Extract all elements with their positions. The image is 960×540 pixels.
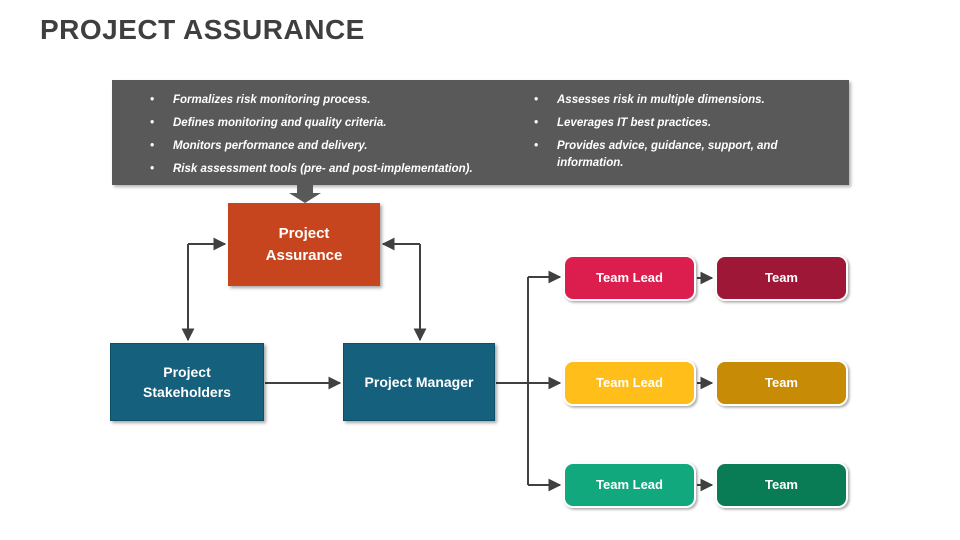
node-team-lead-2: Team Lead	[563, 360, 696, 406]
node-project-stakeholders: Project Stakeholders	[110, 343, 264, 421]
bullet-item: Monitors performance and delivery.	[148, 138, 493, 155]
node-team-3: Team	[715, 462, 848, 508]
slide-title: PROJECT ASSURANCE	[40, 14, 365, 45]
node-label: Team Lead	[596, 476, 663, 492]
bullet-item: Defines monitoring and quality criteria.	[148, 115, 493, 132]
node-label: Project Assurance	[265, 224, 343, 264]
info-box: Formalizes risk monitoring process. Defi…	[112, 80, 849, 185]
node-label: Team	[765, 269, 798, 285]
node-team-lead-1: Team Lead	[563, 255, 696, 301]
node-team-1: Team	[715, 255, 848, 301]
node-label: Project Manager	[364, 373, 474, 390]
node-project-assurance: Project Assurance	[228, 203, 380, 286]
bullet-item: Provides advice, guidance, support, and …	[532, 138, 782, 172]
node-label: Team Lead	[596, 269, 663, 285]
bullet-item: Risk assessment tools (pre- and post-imp…	[148, 161, 493, 178]
bullet-item: Assesses risk in multiple dimensions.	[532, 92, 782, 109]
node-label: Team	[765, 476, 798, 492]
bullet-item: Formalizes risk monitoring process.	[148, 92, 493, 109]
info-bullets-right: Assesses risk in multiple dimensions. Le…	[532, 92, 782, 178]
node-label: Team	[765, 374, 798, 390]
info-bullets-left: Formalizes risk monitoring process. Defi…	[148, 92, 493, 184]
bullet-item: Leverages IT best practices.	[532, 115, 782, 132]
node-label: Project Stakeholders	[143, 363, 231, 400]
node-team-2: Team	[715, 360, 848, 406]
node-team-lead-3: Team Lead	[563, 462, 696, 508]
big-down-arrow	[289, 185, 321, 203]
node-project-manager: Project Manager	[343, 343, 495, 421]
node-label: Team Lead	[596, 374, 663, 390]
